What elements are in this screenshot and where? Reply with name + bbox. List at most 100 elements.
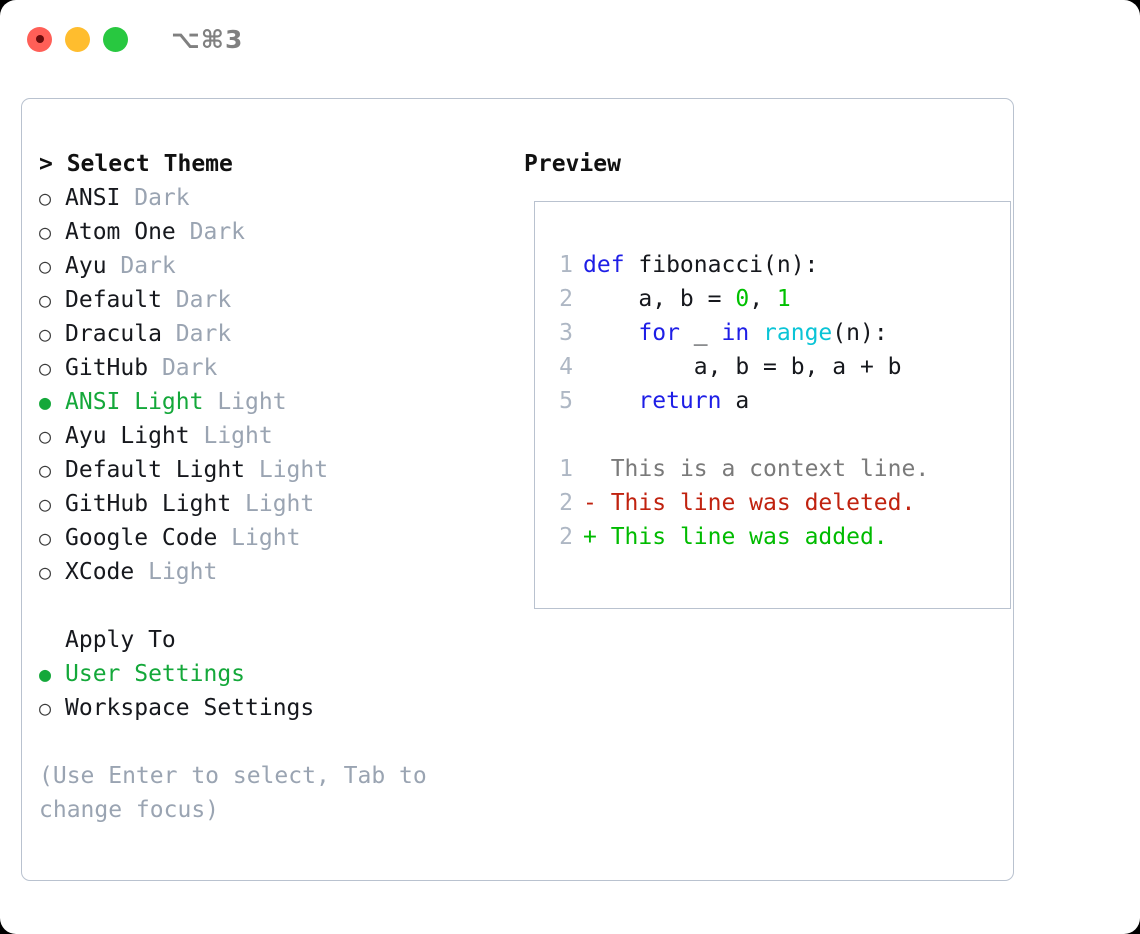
close-button-icon[interactable]: [27, 26, 52, 52]
titlebar: ⌥⌘3: [0, 0, 1140, 78]
diff-sample: 1 This is a context line.2- This line wa…: [535, 452, 1010, 554]
theme-picker-column: > Select Theme ○ANSI Dark○Atom One Dark○…: [22, 99, 502, 880]
theme-option-variant: Dark: [106, 253, 176, 279]
apply-to-option-workspace-settings[interactable]: ○ Workspace Settings: [39, 691, 502, 725]
code-line-text: return a: [583, 384, 749, 418]
theme-option-ayu[interactable]: ○ Ayu Dark: [39, 249, 502, 283]
theme-option-label: Default: [65, 287, 162, 313]
theme-option-label: Atom One: [65, 219, 176, 245]
diff-marker: +: [583, 524, 611, 550]
theme-option-label: ANSI Light: [65, 389, 204, 415]
theme-option-ansi-light[interactable]: ● ANSI Light Light: [39, 385, 502, 419]
code-line: 4 a, b = b, a + b: [535, 350, 1010, 384]
line-number: 1: [559, 456, 573, 482]
code-token-plain: [583, 388, 638, 414]
radio-unselected-icon: ○: [39, 288, 52, 312]
theme-option-google-code[interactable]: ○Google Code Light: [39, 521, 502, 555]
radio-unselected-icon: ○: [39, 424, 52, 448]
diff-marker: [583, 452, 611, 486]
radio-selected-icon: ●: [39, 390, 52, 414]
diff-line-text: This line was deleted.: [610, 490, 916, 516]
code-token-plain: _: [693, 320, 722, 346]
spacer: [39, 589, 502, 623]
line-number: 2: [559, 286, 573, 312]
theme-option-variant: Light: [217, 525, 301, 551]
theme-option-label: Dracula: [65, 321, 162, 347]
radio-selected-icon: ●: [39, 662, 52, 686]
line-number: 3: [559, 320, 573, 346]
code-line: 5 return a: [535, 384, 1010, 418]
theme-option-label: Ayu Light: [65, 423, 190, 449]
code-line: 3 for _ in range(n):: [535, 316, 1010, 350]
keyboard-hint: (Use Enter to select, Tab to change focu…: [39, 763, 427, 823]
code-line-text: a, b = b, a + b: [583, 350, 902, 384]
code-token-kw: for: [638, 320, 694, 346]
radio-unselected-icon: ○: [39, 560, 52, 584]
code-line-text: a, b = 0, 1: [583, 282, 791, 316]
code-token-plain: [583, 320, 638, 346]
theme-option-dracula[interactable]: ○Dracula Dark: [39, 317, 502, 351]
theme-option-list[interactable]: ○ANSI Dark○Atom One Dark○Ayu Dark○Defaul…: [39, 181, 502, 589]
theme-option-variant: Light: [134, 559, 218, 585]
theme-option-ayu-light[interactable]: ○ Ayu Light Light: [39, 419, 502, 453]
theme-option-github[interactable]: ○GitHub Dark: [39, 351, 502, 385]
code-token-plain: a, b = b, a + b: [583, 354, 902, 380]
theme-option-label: Default Light: [65, 457, 246, 483]
theme-option-variant: Light: [203, 389, 287, 415]
theme-option-variant: Light: [231, 491, 315, 517]
radio-unselected-icon: ○: [39, 696, 52, 720]
apply-to-option-user-settings[interactable]: ● User Settings: [39, 657, 502, 691]
theme-option-label: XCode: [65, 559, 135, 585]
theme-option-label: Ayu: [65, 253, 107, 279]
code-token-kw: in: [721, 320, 764, 346]
line-number: 5: [559, 388, 573, 414]
theme-option-default[interactable]: ○ Default Dark: [39, 283, 502, 317]
diff-line-text: This line was added.: [610, 524, 888, 550]
page-title: > Select Theme: [39, 151, 233, 177]
apply-to-option-list[interactable]: ● User Settings ○ Workspace Settings: [39, 657, 502, 725]
diff-marker: -: [583, 490, 611, 516]
code-token-plain: fibonacci(n):: [638, 252, 819, 278]
code-token-plain: a, b =: [583, 286, 736, 312]
line-number: 4: [559, 354, 573, 380]
code-token-fn: range: [763, 320, 833, 346]
diff-line-add: 2 + This line was added.: [535, 520, 1010, 554]
radio-unselected-icon: ○: [39, 186, 52, 210]
code-token-plain: ,: [749, 286, 777, 312]
diff-line-ctx: 1 This is a context line.: [535, 452, 1010, 486]
maximize-button-icon[interactable]: [103, 26, 128, 52]
apply-to-option-label: Workspace Settings: [65, 695, 315, 721]
theme-option-xcode[interactable]: ○ XCode Light: [39, 555, 502, 589]
radio-unselected-icon: ○: [39, 220, 52, 244]
keyboard-shortcut-label: ⌥⌘3: [171, 24, 244, 54]
theme-option-default-light[interactable]: ○Default Light Light: [39, 453, 502, 487]
code-line-text: for _ in range(n):: [583, 316, 888, 350]
code-token-plain: (n):: [832, 320, 888, 346]
code-token-kw: return: [638, 388, 736, 414]
code-token-num: 1: [776, 286, 791, 312]
theme-option-atom-one[interactable]: ○ Atom One Dark: [39, 215, 502, 249]
theme-option-label: ANSI: [65, 185, 121, 211]
apply-to-heading: Apply To: [65, 627, 176, 653]
radio-unselected-icon: ○: [39, 526, 52, 550]
theme-option-variant: Dark: [148, 355, 218, 381]
line-number: 2: [559, 524, 573, 550]
theme-option-variant: Light: [245, 457, 329, 483]
apply-to-option-label: User Settings: [65, 661, 246, 687]
main-panel: > Select Theme ○ANSI Dark○Atom One Dark○…: [21, 98, 1014, 881]
theme-option-github-light[interactable]: ○GitHub Light Light: [39, 487, 502, 521]
theme-option-variant: Light: [189, 423, 273, 449]
theme-option-variant: Dark: [161, 287, 232, 313]
code-token-kw: def: [583, 252, 639, 278]
theme-option-variant: Dark: [175, 219, 246, 245]
code-token-plain: a: [735, 388, 750, 414]
theme-option-ansi[interactable]: ○ANSI Dark: [39, 181, 502, 215]
radio-unselected-icon: ○: [39, 254, 52, 278]
minimize-button-icon[interactable]: [65, 26, 90, 52]
diff-line-del: 2- This line was deleted.: [535, 486, 1010, 520]
window-controls: [27, 26, 128, 52]
